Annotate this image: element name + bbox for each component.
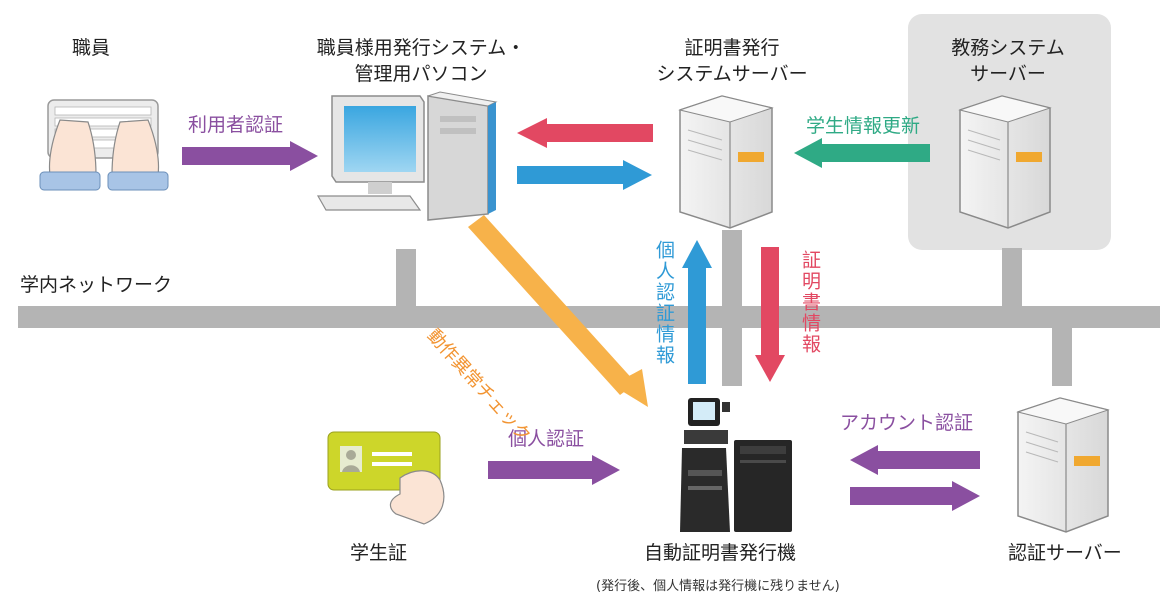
keyboard-hands-icon bbox=[39, 99, 169, 191]
cert-server-label-line1: 証明書発行 bbox=[684, 37, 780, 59]
edge-label-account-auth: アカウント認証 bbox=[840, 412, 974, 434]
arrow-personal-auth-info bbox=[682, 240, 712, 384]
staff-label: 職員 bbox=[72, 37, 111, 59]
academic-server-label-line1: 教務システム bbox=[951, 37, 1065, 59]
cert-server-label-line2: システムサーバー bbox=[656, 63, 808, 85]
server-icon bbox=[1016, 397, 1110, 533]
kiosk-label: 自動証明書発行機 bbox=[644, 542, 797, 564]
staff-pc-label-line2: 管理用パソコン bbox=[354, 63, 488, 85]
id-card-hand-icon bbox=[327, 431, 445, 525]
arrow-auth-to-kiosk bbox=[850, 445, 980, 475]
arrow-malfunction-check bbox=[468, 215, 648, 407]
kiosk-note: (発行後、個人情報は発行機に残りません) bbox=[596, 579, 840, 594]
staff-pc-label: 職員様用発行システム・ 管理用パソコン bbox=[286, 35, 556, 87]
student-id-label: 学生証 bbox=[350, 542, 408, 564]
arrow-cert-info bbox=[755, 247, 785, 382]
edge-label-cert-info: 証明書情報 bbox=[799, 250, 821, 355]
academic-server-label-line2: サーバー bbox=[970, 63, 1046, 85]
arrow-student-info-update bbox=[794, 138, 930, 168]
academic-server-label: 教務システム サーバー bbox=[920, 35, 1096, 87]
network-lines bbox=[18, 230, 1160, 386]
network-label: 学内ネットワーク bbox=[20, 274, 173, 296]
arrow-pc-to-cert bbox=[517, 160, 652, 190]
arrow-personal-auth bbox=[488, 455, 620, 485]
edge-label-user-auth: 利用者認証 bbox=[188, 114, 284, 136]
arrow-cert-to-pc bbox=[517, 118, 653, 148]
staff-pc-label-line1: 職員様用発行システム・ bbox=[316, 37, 526, 59]
server-icon bbox=[958, 95, 1052, 229]
cert-server-label: 証明書発行 システムサーバー bbox=[632, 35, 832, 87]
arrow-user-auth bbox=[182, 141, 318, 171]
kiosk-machine-icon bbox=[680, 398, 792, 532]
edge-label-student-info-update: 学生情報更新 bbox=[806, 115, 921, 137]
arrow-kiosk-to-auth bbox=[850, 481, 980, 511]
auth-server-label: 認証サーバー bbox=[1008, 542, 1122, 564]
server-icon bbox=[678, 95, 774, 229]
desktop-pc-icon bbox=[316, 91, 498, 221]
edge-label-personal-auth-info: 個人認証情報 bbox=[653, 240, 675, 366]
edge-label-personal-auth: 個人認証 bbox=[508, 428, 585, 450]
